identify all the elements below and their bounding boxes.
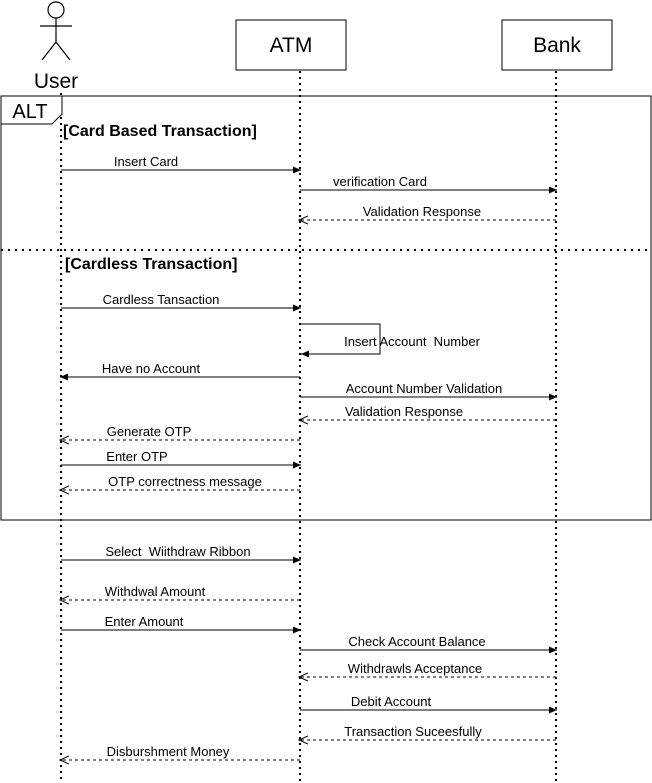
message-label: Disburshment Money bbox=[107, 744, 230, 759]
message-label: Transaction Suceesfully bbox=[344, 724, 482, 739]
bank-participant-box bbox=[501, 19, 613, 71]
message-6: Have no Account bbox=[59, 361, 300, 381]
message-label: Account Number Validation bbox=[346, 381, 503, 396]
message-label: Cardless Tansaction bbox=[103, 292, 220, 307]
message-label: Withdrawls Acceptance bbox=[348, 661, 482, 676]
message-label: verification Card bbox=[333, 174, 427, 189]
message-arrow bbox=[301, 323, 381, 358]
message-17: Debit Account bbox=[300, 694, 557, 714]
message-13: Withdwal Amount bbox=[60, 584, 300, 600]
alt-guard-cardless: [Cardless Transaction] bbox=[65, 256, 238, 273]
message-label: Generate OTP bbox=[107, 424, 192, 439]
message-9: Generate OTP bbox=[60, 424, 300, 440]
alt-fragment-label: ALT bbox=[12, 101, 47, 123]
message-11: OTP correctness message bbox=[60, 474, 300, 490]
alt-fragment-tab bbox=[0, 95, 63, 125]
message-18: Transaction Suceesfully bbox=[299, 724, 556, 740]
message-15: Check Account Balance bbox=[300, 634, 557, 654]
message-10: Enter OTP bbox=[61, 449, 301, 469]
message-7: Account Number Validation bbox=[300, 381, 557, 401]
message-label: Insert Account Number bbox=[344, 334, 481, 349]
message-2: verification Card bbox=[300, 174, 557, 194]
message-5: Insert Account Number bbox=[301, 323, 481, 358]
alt-fragment bbox=[0, 95, 652, 521]
message-label: Validation Response bbox=[363, 204, 481, 219]
bank-participant-label: Bank bbox=[533, 34, 581, 57]
user-actor-head bbox=[47, 1, 65, 19]
user-actor-label: User bbox=[34, 70, 78, 93]
message-label: OTP correctness message bbox=[108, 474, 262, 489]
message-label: Debit Account bbox=[351, 694, 432, 709]
user-actor bbox=[40, 1, 72, 61]
message-1: Insert Card bbox=[61, 154, 301, 174]
message-14: Enter Amount bbox=[61, 614, 301, 634]
atm-participant-box bbox=[235, 19, 347, 71]
message-label: Select Wiithdraw Ribbon bbox=[105, 544, 250, 559]
message-label: Validation Response bbox=[345, 404, 463, 419]
alt-guard-card: [Card Based Transaction] bbox=[63, 123, 257, 140]
message-3: Validation Response bbox=[299, 204, 556, 220]
message-16: Withdrawls Acceptance bbox=[299, 661, 556, 677]
message-label: Enter OTP bbox=[106, 449, 167, 464]
atm-participant-label: ATM bbox=[270, 34, 313, 57]
message-8: Validation Response bbox=[299, 404, 556, 420]
message-4: Cardless Tansaction bbox=[61, 292, 301, 312]
message-label: Check Account Balance bbox=[348, 634, 485, 649]
message-label: Enter Amount bbox=[105, 614, 184, 629]
message-label: Withdwal Amount bbox=[105, 584, 206, 599]
message-19: Disburshment Money bbox=[60, 744, 300, 760]
message-label: Insert Card bbox=[114, 154, 178, 169]
message-12: Select Wiithdraw Ribbon bbox=[61, 544, 301, 564]
message-label: Have no Account bbox=[102, 361, 201, 376]
